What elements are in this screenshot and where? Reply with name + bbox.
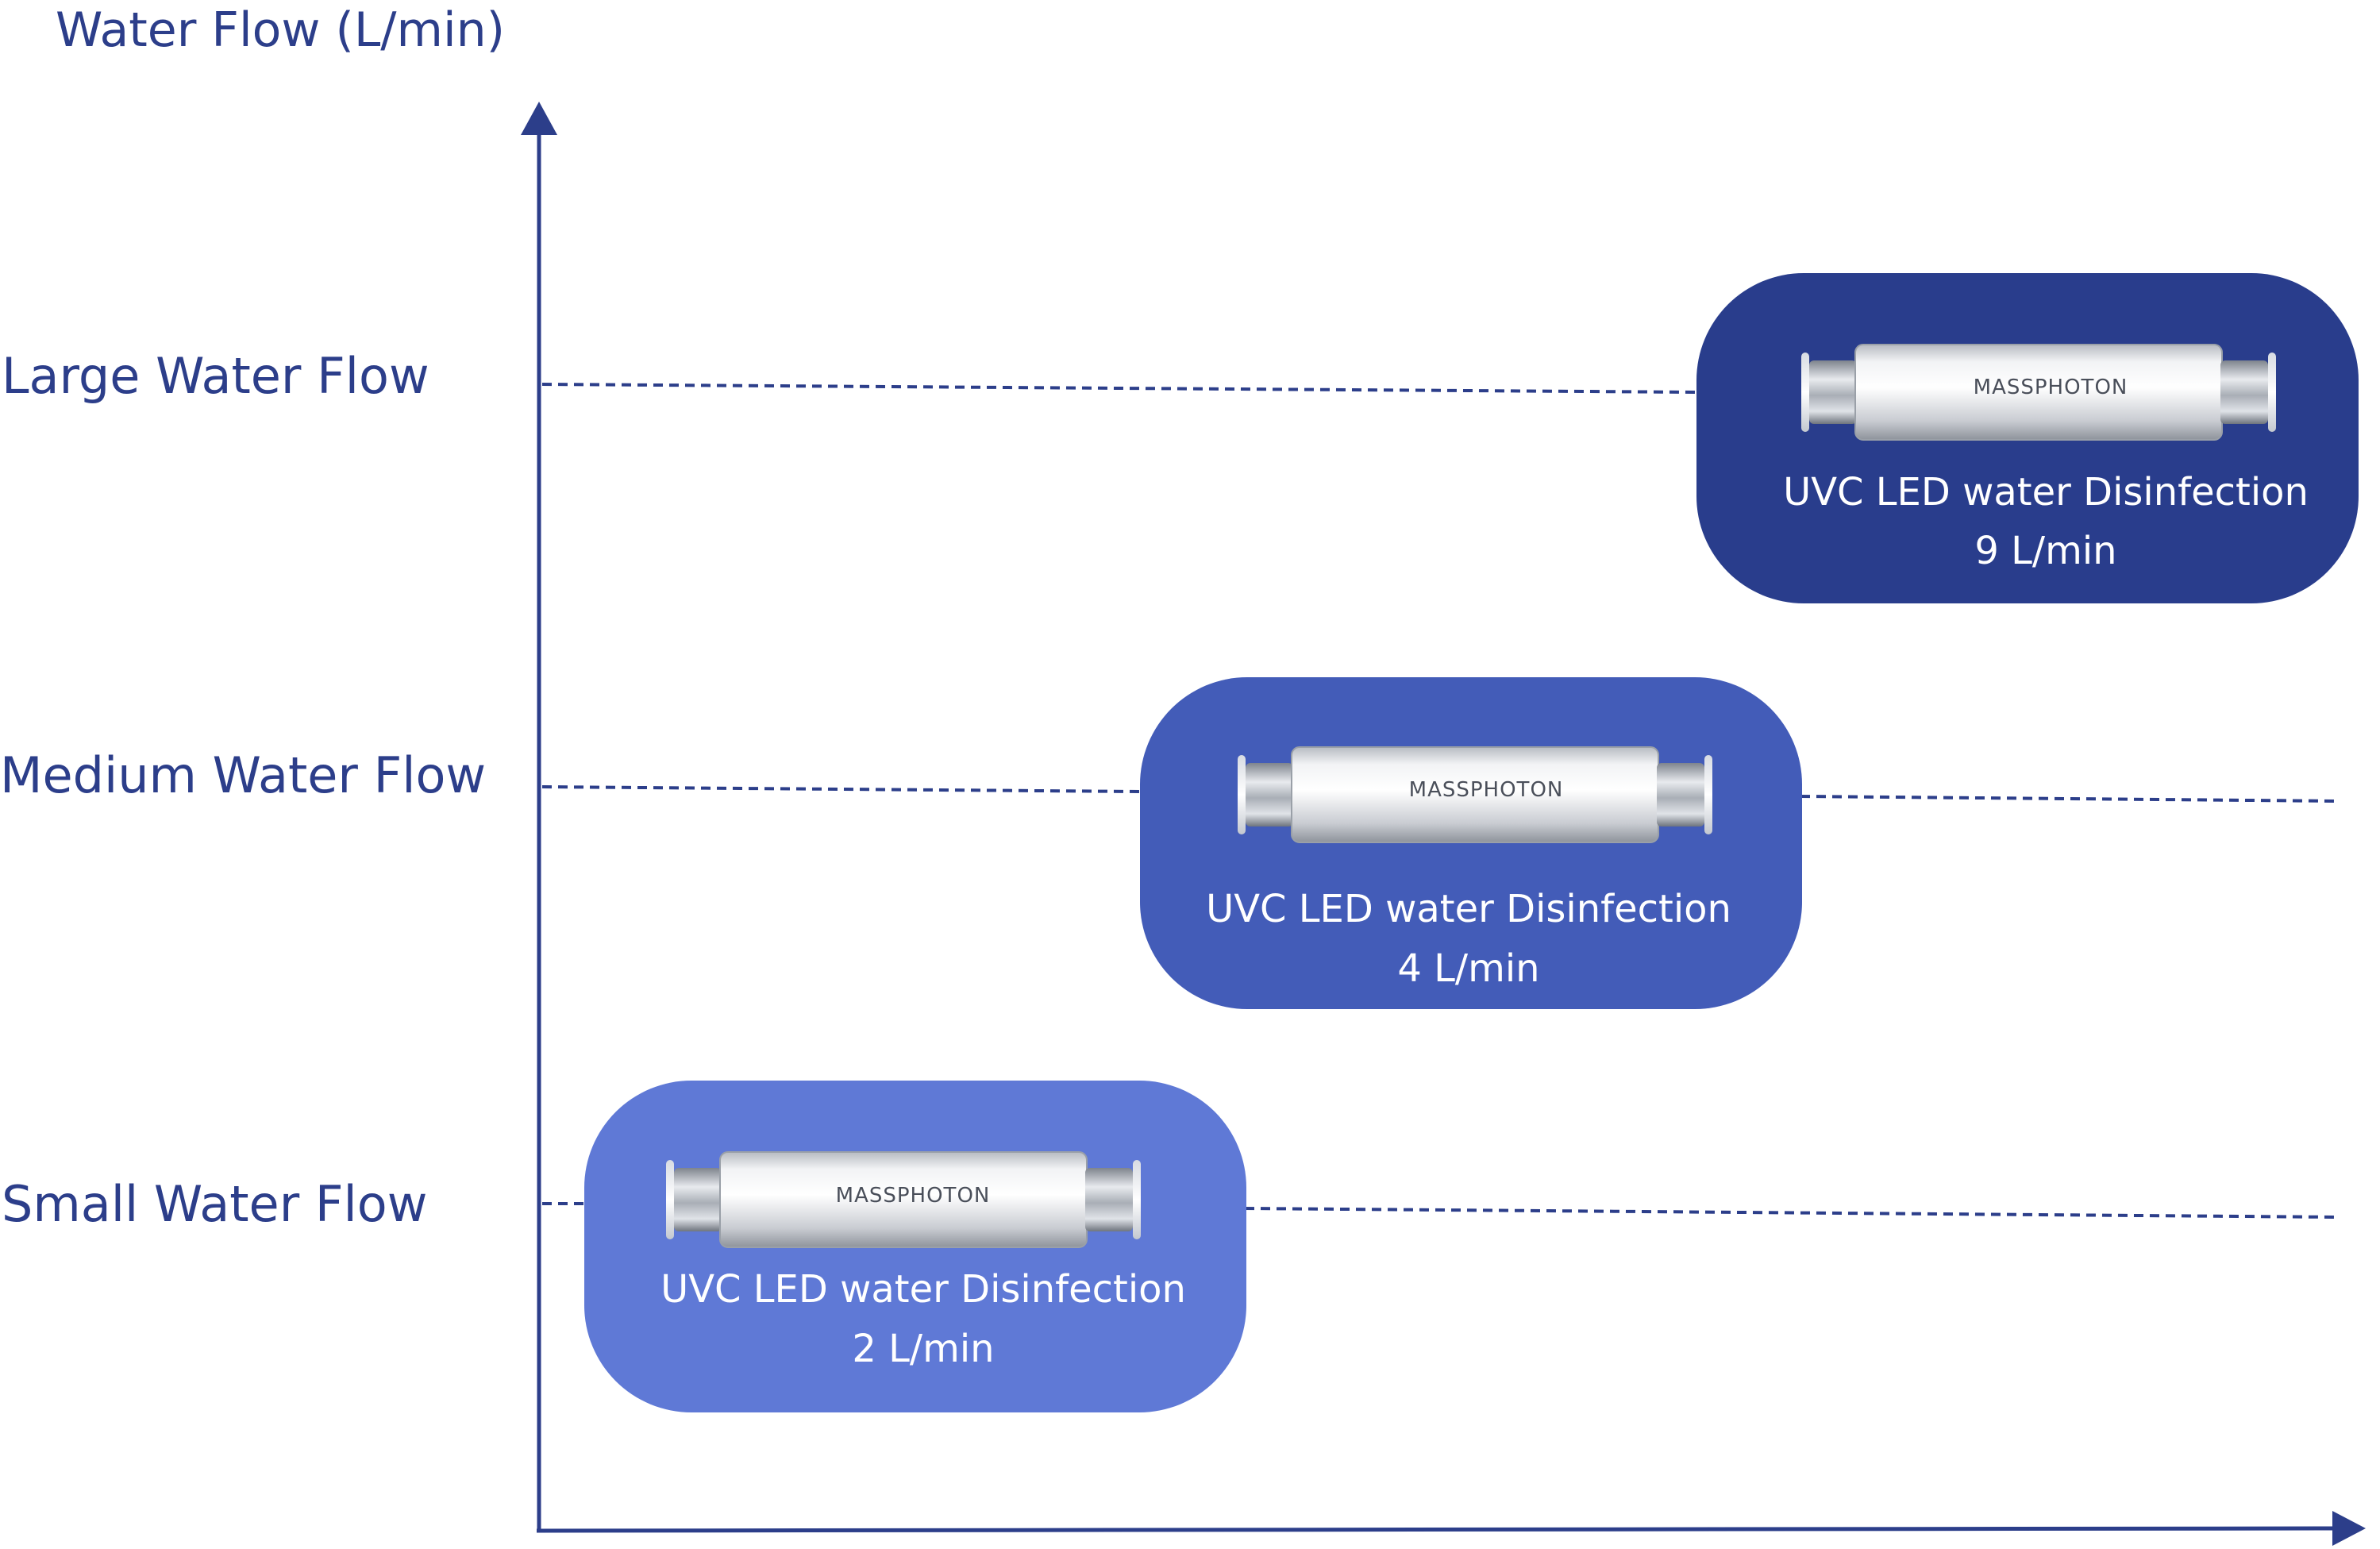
guide-line-medium-right <box>1800 795 2340 803</box>
card-flow-rate: 4 L/min <box>1397 946 1539 991</box>
card-title: UVC LED water Disinfection <box>660 1267 1186 1312</box>
level-label-medium: Medium Water Flow <box>0 746 486 804</box>
uv-reactor-image <box>666 1151 1141 1248</box>
card-flow-rate: 2 L/min <box>852 1327 994 1371</box>
guide-line-large <box>541 383 1700 394</box>
guide-line-small-right <box>1244 1207 2340 1219</box>
card-brand-label: MASSPHOTON <box>836 1184 991 1208</box>
card-brand-label: MASSPHOTON <box>1974 376 2128 399</box>
guide-lines <box>541 383 2340 1219</box>
level-label-large: Large Water Flow <box>2 347 429 405</box>
uv-reactor-image <box>1801 344 2276 441</box>
uv-reactor-image <box>1238 746 1712 843</box>
level-label-small: Small Water Flow <box>2 1175 427 1233</box>
y-axis-arrowhead <box>521 102 557 135</box>
x-axis-arrowhead <box>2332 1511 2366 1546</box>
card-title: UVC LED water Disinfection <box>1783 470 2309 514</box>
card-brand-label: MASSPHOTON <box>1409 778 1564 802</box>
product-card-small: MASSPHOTON UVC LED water Disinfection 2 … <box>584 1081 1246 1412</box>
guide-line-medium-left <box>541 785 1141 793</box>
product-card-large: MASSPHOTON UVC LED water Disinfection 9 … <box>1696 273 2359 603</box>
card-flow-rate: 9 L/min <box>1974 529 2116 573</box>
y-axis-title: Water Flow (L/min) <box>56 2 505 58</box>
x-axis-line <box>536 1526 2335 1533</box>
product-card-medium: MASSPHOTON UVC LED water Disinfection 4 … <box>1140 677 1802 1009</box>
card-title: UVC LED water Disinfection <box>1206 887 1731 931</box>
